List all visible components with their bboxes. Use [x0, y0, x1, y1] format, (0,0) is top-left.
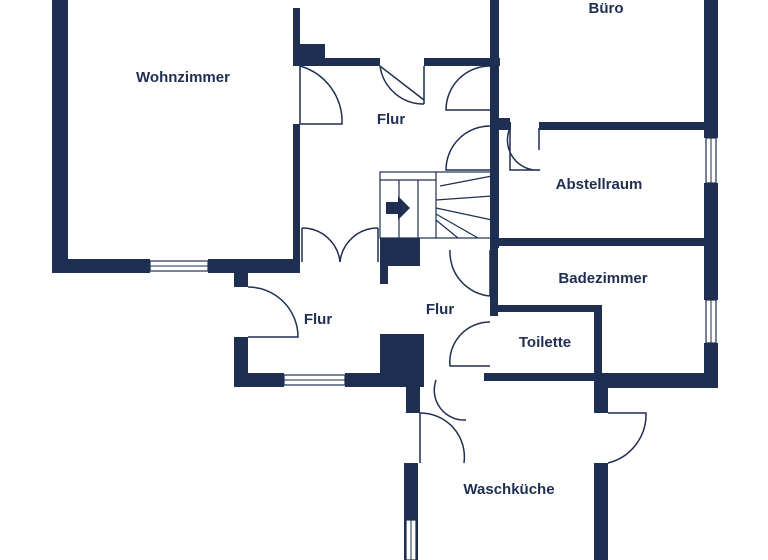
room-label-flur-center: Flur: [426, 301, 454, 318]
wall-waschkueche-top-left: [406, 373, 420, 413]
wall-waschkueche-right-top: [594, 380, 608, 413]
wall-abstellraum-bottom: [490, 238, 718, 246]
wall-buero-bottom: [539, 122, 718, 130]
door-stair-landing: [445, 125, 491, 171]
window-badezimmer: [705, 299, 717, 344]
window-flur-bottom: [283, 374, 346, 386]
wall-toilette-right: [594, 305, 602, 383]
room-label-flur-left: Flur: [304, 311, 332, 328]
door-toilette: [449, 321, 491, 367]
wall-bad-bottom: [602, 373, 718, 388]
room-label-badezimmer: Badezimmer: [558, 270, 647, 287]
wall-flur-top-left: [300, 58, 380, 66]
staircase: [379, 171, 493, 239]
window-abstellraum: [705, 137, 717, 184]
door-buero: [445, 65, 491, 111]
room-label-buero: Büro: [589, 0, 624, 17]
room-label-flur-top: Flur: [377, 111, 405, 128]
wall-waschkueche-right: [594, 463, 608, 560]
room-label-abstellraum: Abstellraum: [556, 176, 643, 193]
door-waschkueche-right: [607, 412, 647, 464]
door-flur-top: [379, 65, 425, 105]
wall-abstellraum-left: [490, 118, 499, 248]
door-abstellraum: [506, 127, 541, 171]
wall-wohnzimmer-left: [52, 0, 68, 273]
wall-wohnzimmer-bottom-left: [52, 259, 150, 273]
wall-abstellraum-right: [704, 183, 718, 246]
wall-flur-left-top: [234, 259, 248, 287]
room-label-waschkueche: Waschküche: [463, 481, 554, 498]
wall-top-divider: [490, 0, 499, 66]
room-label-toilette: Toilette: [519, 334, 571, 351]
windows: [149, 137, 717, 560]
room-labels: Büro Wohnzimmer Flur Abstellraum Badezim…: [136, 0, 648, 498]
wall-badezimmer-right-upper: [704, 246, 718, 300]
wall-buero-right: [704, 0, 718, 138]
door-badezimmer: [449, 249, 491, 297]
wall-buero-left-lower: [490, 60, 499, 118]
wall-flur-top-right: [424, 58, 500, 66]
window-wohnzimmer: [149, 260, 209, 272]
right-arrow-icon: [386, 196, 410, 220]
wall-abstellraum-top-stub: [499, 122, 511, 130]
wall-wohnzimmer-right: [293, 124, 300, 260]
doors: [247, 65, 647, 464]
wall-flur-bottom-left: [234, 373, 284, 387]
wall-badezimmer-left: [490, 246, 498, 316]
door-double-flur: [301, 227, 379, 263]
wall-stair-bottom-stub: [380, 260, 388, 284]
door-wohnzimmer: [299, 65, 343, 125]
door-flur-left: [247, 286, 299, 338]
wall-toilette-bottom: [484, 373, 718, 381]
wall-wohnzimmer-bottom-right: [208, 259, 300, 273]
walls: [52, 0, 718, 560]
door-waschkueche-top: [419, 379, 467, 464]
wall-wohnzimmer-right-upper: [293, 8, 300, 66]
window-waschkueche: [405, 519, 417, 560]
wall-toilette-top: [490, 305, 600, 312]
room-label-wohnzimmer: Wohnzimmer: [136, 69, 230, 86]
